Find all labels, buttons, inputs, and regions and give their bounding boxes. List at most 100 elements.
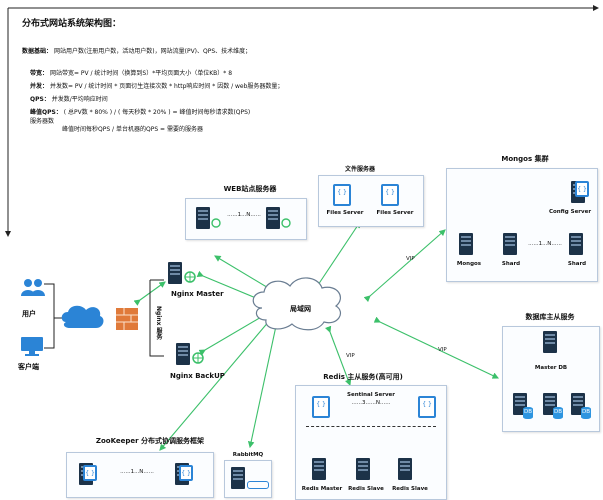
nginx-master-globe-icon [184, 268, 196, 283]
note-bandwidth-label: 带宽： [30, 70, 49, 77]
master-db-label: Master DB [534, 365, 568, 371]
note-qps-label: QPS： [30, 96, 50, 103]
mongos-box: Config Server Mongos Shard Shard ......1… [446, 168, 598, 282]
user-label: 用户 [22, 310, 36, 318]
vip-mongos-label: VIP [406, 256, 415, 262]
nginx-master-label: Nginx Master [171, 290, 224, 298]
zookeeper-dots: ......1...N...... [120, 469, 154, 475]
master-db-server-icon [543, 331, 557, 353]
note-qps: QPS： 并发数/平均响应时间 [30, 96, 330, 104]
sentinel-label: Sentinal Server [347, 392, 395, 398]
mongos-label: Mongos [456, 261, 482, 267]
zookeeper-box: ......1...N...... [66, 452, 214, 498]
shard-1-server-icon [503, 233, 517, 255]
files-server-2-label: Files Server [376, 210, 414, 216]
files-server-1-icon [333, 184, 351, 206]
redis-title: Redis 主从服务(高可用) [323, 373, 403, 381]
shard-1-label: Shard [501, 261, 521, 267]
slave-db-3-label: DB [581, 409, 590, 415]
link-lan-mongos [363, 229, 446, 303]
sentinel-dots: ......3......N...... [351, 400, 391, 406]
note-concurrency-label: 并发： [30, 83, 49, 90]
shard-2-label: Shard [567, 261, 587, 267]
note-bandwidth: 带宽： 网站带宽= PV / 统计时间（换算到S）*平均页面大小（单位KB）* … [30, 70, 330, 78]
slave-db-2-icon [553, 407, 563, 419]
zookeeper-doc-2-icon [179, 465, 193, 481]
config-server-label: Config Server [548, 209, 592, 215]
mongos-title: Mongos 集群 [501, 155, 549, 163]
files-title: 文件服务器 [344, 166, 375, 173]
files-server-2-icon [381, 184, 399, 206]
nginx-master-server-icon [168, 262, 182, 284]
redis-master-label: Redis Master [301, 486, 343, 492]
note-qps-text: 并发数/平均响应时间 [51, 96, 108, 103]
sentinel-1-icon [312, 396, 330, 418]
redis-box: Sentinal Server ......3......N...... Red… [295, 385, 447, 500]
web-globe-2-icon [281, 213, 291, 228]
mongos-server-icon [459, 233, 473, 255]
note-servers-text: 峰值时间每秒QPS / 单台机器的QPS = 需要的服务器 [62, 126, 203, 133]
slave-db-1-icon [523, 407, 533, 419]
nginx-backup-globe-icon [192, 349, 204, 364]
web-server-1-icon [196, 207, 210, 229]
web-dots: ......1...N...... [227, 212, 261, 218]
note-basics-label: 数据基础： [22, 48, 53, 55]
nginx-service-label: Nginx 服务 [155, 306, 162, 340]
nginx-backup-server-icon [176, 343, 190, 365]
web-server-2-icon [266, 207, 280, 229]
nginx-backup-label: Nginx BackUP [170, 372, 225, 380]
link-nginx-backup-lan [198, 312, 269, 356]
note-peak-label: 峰值QPS： [30, 109, 62, 116]
shard-2-server-icon [569, 233, 583, 255]
redis-slave-1-label: Redis Slave [348, 486, 384, 492]
link-firewall-nginx [133, 281, 166, 306]
db-box: Master DB DB DB DB [502, 326, 600, 432]
note-basics-text: 网站用户数(注册用户数，活动用户数)，网站流量(PV)、QPS、技术维度； [53, 48, 252, 55]
files-server-1-label: Files Server [326, 210, 364, 216]
nginx-bracket [149, 279, 164, 357]
redis-divider [306, 426, 436, 427]
link-lan-rabbit [247, 319, 281, 449]
redis-slave-2-label: Redis Slave [392, 486, 428, 492]
web-box: ......1...N...... [185, 198, 307, 240]
slave-db-1-label: DB [523, 409, 532, 415]
web-title: WEB站点服务器 [223, 185, 277, 193]
slave-db-3-icon [581, 407, 591, 419]
lan-cloud [252, 277, 341, 331]
note-peak-text: ( 总PV数 * 80% ) / ( 每天秒数 * 20% ) = 峰值时间每秒… [63, 109, 251, 116]
client-monitor-icon [20, 336, 44, 358]
page-title: 分布式网站系统架构图： [22, 19, 122, 29]
mongos-dots: ......1...N...... [528, 241, 562, 247]
link-lan-redis [324, 325, 352, 387]
config-doc-icon [575, 181, 589, 197]
firewall-icon [116, 308, 138, 330]
note-concurrency: 并发： 并发数= PV / 统计时间 * 页面衍生连接次数 * http响应时间… [30, 83, 330, 91]
db-title: 数据库主从服务 [525, 313, 575, 321]
note-concurrency-text: 并发数= PV / 统计时间 * 页面衍生连接次数 * http响应时间 * 因… [49, 83, 284, 90]
link-lan-db [373, 316, 499, 379]
vip-redis-label: VIP [346, 353, 355, 359]
web-globe-1-icon [211, 213, 221, 228]
rabbitmq-box [224, 460, 272, 498]
rabbitmq-server-icon [231, 467, 245, 489]
client-label: 客户端 [18, 363, 39, 371]
rabbitmq-title: RabbitMQ [232, 452, 264, 458]
zookeeper-title: ZooKeeper 分布式协调服务框架 [95, 437, 205, 445]
rabbitmq-queue-icon [247, 481, 269, 489]
files-box: Files Server Files Server [318, 175, 424, 227]
note-bandwidth-text: 网站带宽= PV / 统计时间（换算到S）*平均页面大小（单位KB）* 8 [49, 70, 233, 77]
users-icon [20, 278, 46, 298]
note-servers-label: 服务器数 [30, 118, 55, 125]
vip-db-label: VIP [438, 347, 447, 353]
lan-label: 局域网 [290, 305, 311, 313]
redis-slave-2-server-icon [398, 458, 412, 480]
link-lan-files [312, 221, 361, 292]
note-basics: 数据基础： 网站用户数(注册用户数，活动用户数)，网站流量(PV)、QPS、技术… [22, 48, 322, 56]
internet-cloud-icon [61, 305, 104, 328]
zookeeper-doc-1-icon [83, 465, 97, 481]
sentinel-2-icon [418, 396, 436, 418]
slave-db-2-label: DB [553, 409, 562, 415]
redis-slave-1-server-icon [356, 458, 370, 480]
note-peak-qps: 峰值QPS： ( 总PV数 * 80% ) / ( 每天秒数 * 20% ) =… [30, 109, 330, 117]
